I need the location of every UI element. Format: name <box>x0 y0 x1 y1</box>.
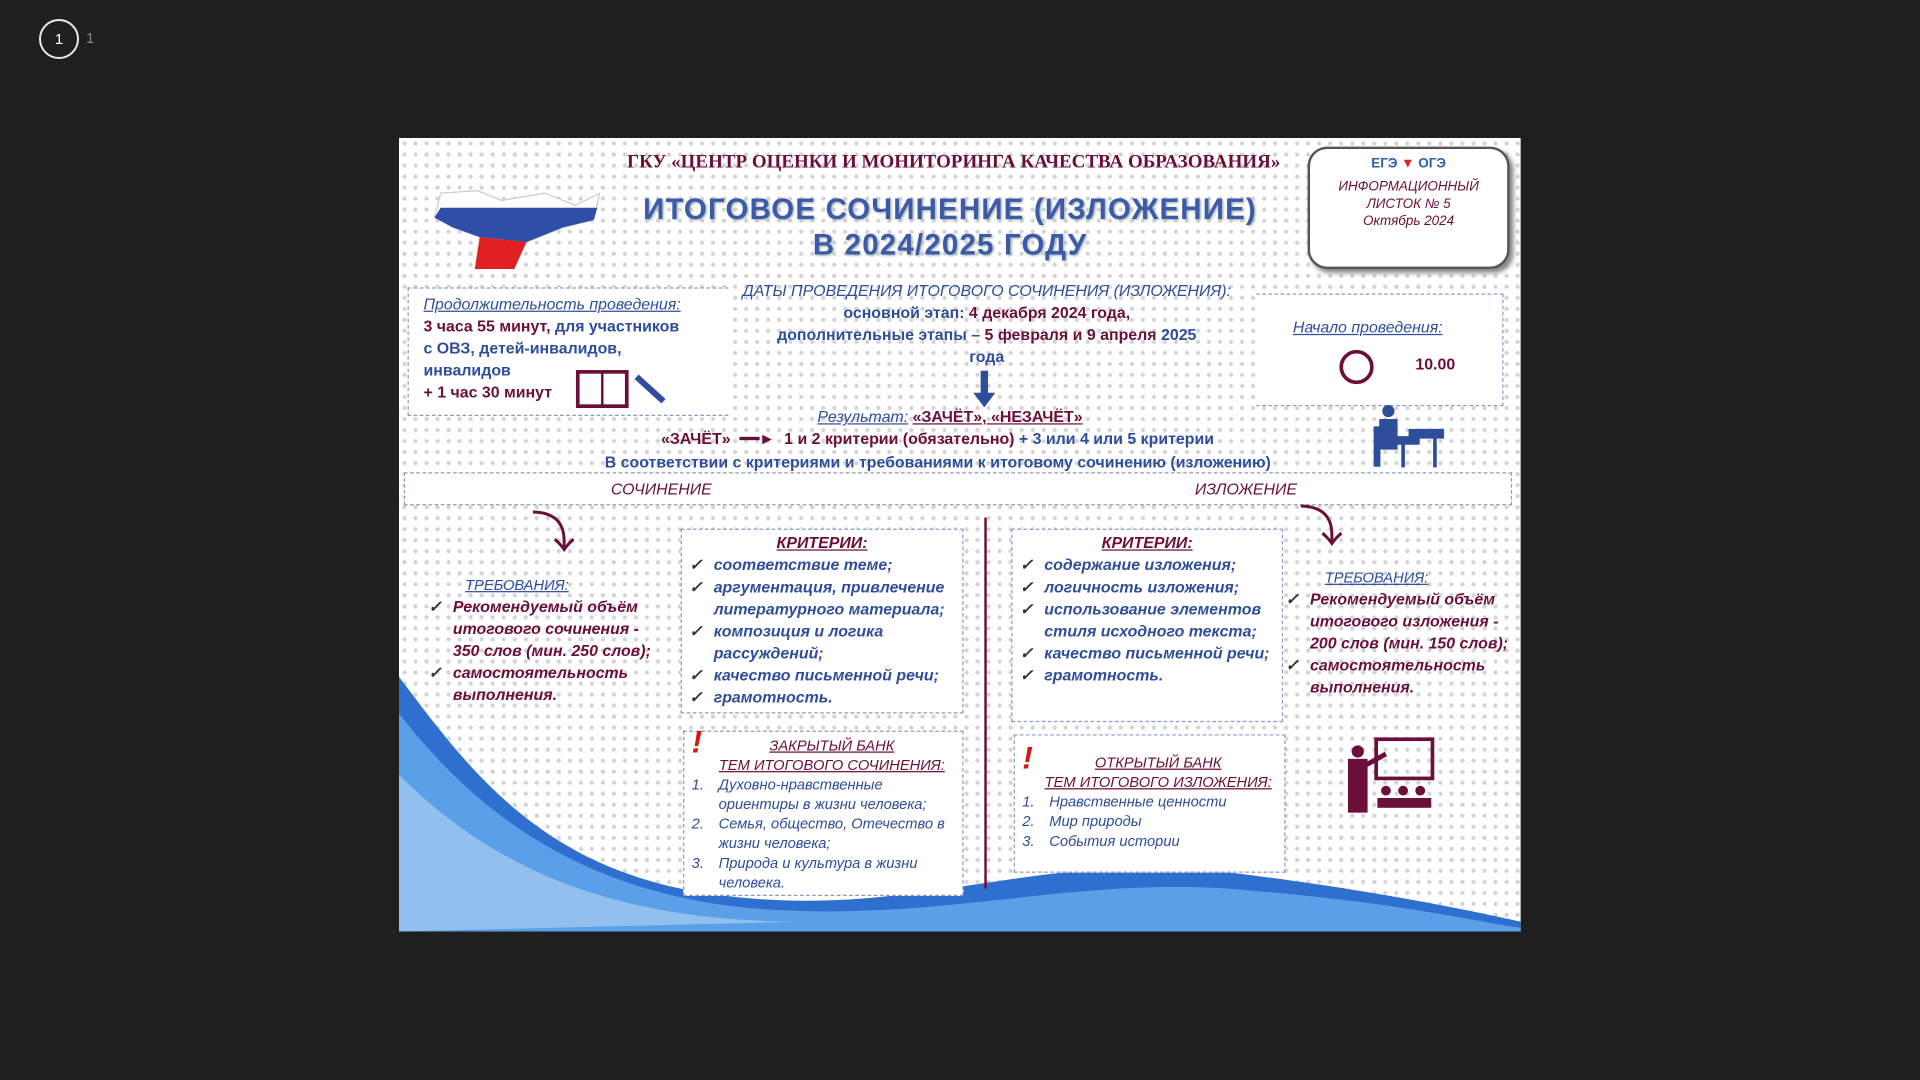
list-item: Рекомендуемый объём итогового изложения … <box>1283 589 1521 655</box>
extra-stage-label: дополнительные этапы – <box>777 325 985 344</box>
main-stage-date: 4 декабря 2024 года, <box>968 303 1131 322</box>
open-bank-title: ОТКРЫТЫЙ БАНК <box>1094 753 1222 772</box>
essay-requirements: ТРЕБОВАНИЯ: Рекомендуемый объём итоговог… <box>426 574 659 706</box>
divider-line <box>984 517 987 889</box>
topic-text: События истории <box>1049 832 1180 850</box>
logo-oge: ОГЭ <box>1418 156 1446 172</box>
list-item: 1.Нравственные ценности <box>1022 793 1227 811</box>
section-exposition: ИЗЛОЖЕНИЕ <box>1194 479 1298 499</box>
expo-req-heading: ТРЕБОВАНИЯ: <box>1324 569 1429 587</box>
start-time: 10.00 <box>1415 354 1456 374</box>
rule-optional: + 3 или 4 или 5 критерии <box>1014 429 1215 448</box>
topic-text: Природа и культура в жизни человека. <box>718 854 918 892</box>
rule-required: 1 и 2 критерии (обязательно) <box>784 429 1015 448</box>
list-item: Рекомендуемый объём итогового сочинения … <box>426 596 659 662</box>
result-label: Результат: <box>817 407 909 426</box>
poster-title: ИТОГОВОЕ СОЧИНЕНИЕ (ИЗЛОЖЕНИЕ) В 2024/20… <box>583 192 1318 263</box>
list-item: самостоятельность выполнения. <box>1283 655 1521 699</box>
expo-criteria-heading: КРИТЕРИИ: <box>1101 533 1193 552</box>
teacher-classroom-icon <box>1347 737 1435 813</box>
info-bubble: ЕГЭ ▼ ОГЭ ИНФОРМАЦИОННЫЙ ЛИСТОК № 5 Октя… <box>1307 146 1510 270</box>
person-at-desk-icon <box>1373 404 1445 468</box>
arrow-down-icon <box>973 370 996 408</box>
duration-extra: + 1 час 30 минут <box>423 382 553 402</box>
result-note: В соответствии с критериями и требования… <box>604 452 1271 472</box>
pass-rule: «ЗАЧЁТ» ━━► 1 и 2 критерии (обязательно)… <box>661 428 1214 450</box>
organization-header: ГКУ «ЦЕНТР ОЦЕНКИ И МОНИТОРИНГА КАЧЕСТВА… <box>627 151 1281 173</box>
extra-date-1: 5 февраля <box>984 325 1069 344</box>
essay-req-heading: ТРЕБОВАНИЯ: <box>465 576 569 594</box>
bubble-line-2: ЛИСТОК № 5 <box>1366 196 1451 212</box>
list-item: 1.Духовно-нравственные ориентиры в жизни… <box>691 775 927 813</box>
infographic-poster: ГКУ «ЦЕНТР ОЦЕНКИ И МОНИТОРИНГА КАЧЕСТВА… <box>399 138 1521 932</box>
list-item: композиция и логика рассуждений; <box>687 620 958 664</box>
open-bank-box: ! ОТКРЫТЫЙ БАНК ТЕМ ИТОГОВОГО ИЗЛОЖЕНИЯ:… <box>1013 734 1286 873</box>
list-item: логичность изложения; <box>1017 576 1277 598</box>
book-pencil-icon <box>575 370 666 409</box>
result-value: «ЗАЧЁТ», «НЕЗАЧЁТ» <box>912 407 1083 426</box>
list-item: содержание изложения; <box>1017 554 1277 576</box>
sections-band: СОЧИНЕНИЕ ИЗЛОЖЕНИЕ <box>403 472 1513 506</box>
list-item: грамотность. <box>1017 665 1277 687</box>
topic-text: Мир природы <box>1049 812 1142 830</box>
topic-text: Нравственные ценности <box>1049 793 1227 811</box>
logo-ege: ЕГЭ <box>1371 156 1398 172</box>
alarm-clock-icon <box>1339 349 1374 385</box>
ege-oge-logo: ЕГЭ ▼ ОГЭ <box>1371 156 1446 172</box>
title-line-1: ИТОГОВОЕ СОЧИНЕНИЕ (ИЗЛОЖЕНИЕ) <box>643 193 1257 227</box>
essay-criteria-box: КРИТЕРИИ: соответствие теме;аргументация… <box>680 528 964 714</box>
exposition-criteria-box: КРИТЕРИИ: содержание изложения;логичност… <box>1011 528 1284 723</box>
duration-box: Продолжительность проведения: 3 часа 55 … <box>407 287 729 416</box>
bubble-line-1: ИНФОРМАЦИОННЫЙ <box>1338 179 1479 195</box>
list-item: 2.Мир природы <box>1022 812 1142 830</box>
curved-arrow-down-icon: ⤵ <box>531 507 576 559</box>
topic-text: Духовно-нравственные ориентиры в жизни ч… <box>718 775 927 813</box>
closed-bank-title: ЗАКРЫТЫЙ БАНК <box>769 736 895 754</box>
pass-label: «ЗАЧЁТ» <box>661 429 731 448</box>
exposition-requirements: ТРЕБОВАНИЯ: Рекомендуемый объём итоговог… <box>1283 567 1521 699</box>
list-item: 2.Семья, общество, Отечество в жизни чел… <box>691 815 945 852</box>
list-item: самостоятельность выполнения. <box>426 662 659 706</box>
main-stage-label: основной этап: <box>843 303 969 322</box>
result-line: Результат: «ЗАЧЁТ», «НЕЗАЧЁТ» <box>705 406 1195 428</box>
list-item: аргументация, привлечение литературного … <box>687 576 958 620</box>
start-heading: Начало проведения: <box>1292 318 1443 337</box>
section-essay: СОЧИНЕНИЕ <box>610 479 712 499</box>
bubble-line-3: Октябрь 2024 <box>1363 213 1455 229</box>
crimea-flag-map-icon <box>433 190 600 270</box>
exclamation-icon: ! <box>1022 739 1033 776</box>
wave-decoration <box>399 676 1521 932</box>
current-page: 1 <box>54 30 64 48</box>
total-pages: 1 <box>86 30 95 47</box>
essay-criteria-heading: КРИТЕРИИ: <box>776 533 868 552</box>
exclamation-icon: ! <box>691 723 703 761</box>
list-item: качество письменной речи; <box>687 665 958 687</box>
closed-bank-box: ! ЗАКРЫТЫЙ БАНК ТЕМ ИТОГОВОГО СОЧИНЕНИЯ:… <box>683 723 964 896</box>
list-item: 3.Природа и культура в жизни человека. <box>691 854 918 892</box>
title-line-2: В 2024/2025 ГОДУ <box>812 228 1088 262</box>
dates-block: ДАТЫ ПРОВЕДЕНИЯ ИТОГОВОГО СОЧИНЕНИЯ (ИЗЛ… <box>742 280 1232 368</box>
duration-main: 3 часа 55 минут, <box>423 316 551 336</box>
extra-and: и <box>1068 325 1087 344</box>
duration-ovz: для участников с ОВЗ, детей-инвалидов, и… <box>423 316 680 380</box>
topic-text: Семья, общество, Отечество в жизни челов… <box>718 815 945 852</box>
dates-heading: ДАТЫ ПРОВЕДЕНИЯ ИТОГОВОГО СОЧИНЕНИЯ (ИЗЛ… <box>742 281 1231 300</box>
extra-year: 2025 года <box>969 325 1197 366</box>
arrow-right-icon: ━━► <box>739 429 775 448</box>
curved-arrow-down-icon: ⤵ <box>1299 501 1344 552</box>
closed-bank-subtitle: ТЕМ ИТОГОВОГО СОЧИНЕНИЯ: <box>718 756 945 774</box>
list-item: качество письменной речи; <box>1017 642 1277 664</box>
extra-date-2: 9 апреля <box>1086 325 1157 344</box>
list-item: соответствие теме; <box>687 554 958 576</box>
list-item: использование элементов стиля исходного … <box>1017 598 1277 642</box>
open-bank-subtitle: ТЕМ ИТОГОВОГО ИЗЛОЖЕНИЯ: <box>1044 773 1272 791</box>
list-item: 3.События истории <box>1022 832 1180 850</box>
page-number-indicator[interactable]: 1 <box>39 19 79 59</box>
list-item: грамотность. <box>687 687 958 709</box>
start-time-box: Начало проведения: 10.00 <box>1256 293 1504 407</box>
duration-heading: Продолжительность проведения: <box>423 294 681 314</box>
